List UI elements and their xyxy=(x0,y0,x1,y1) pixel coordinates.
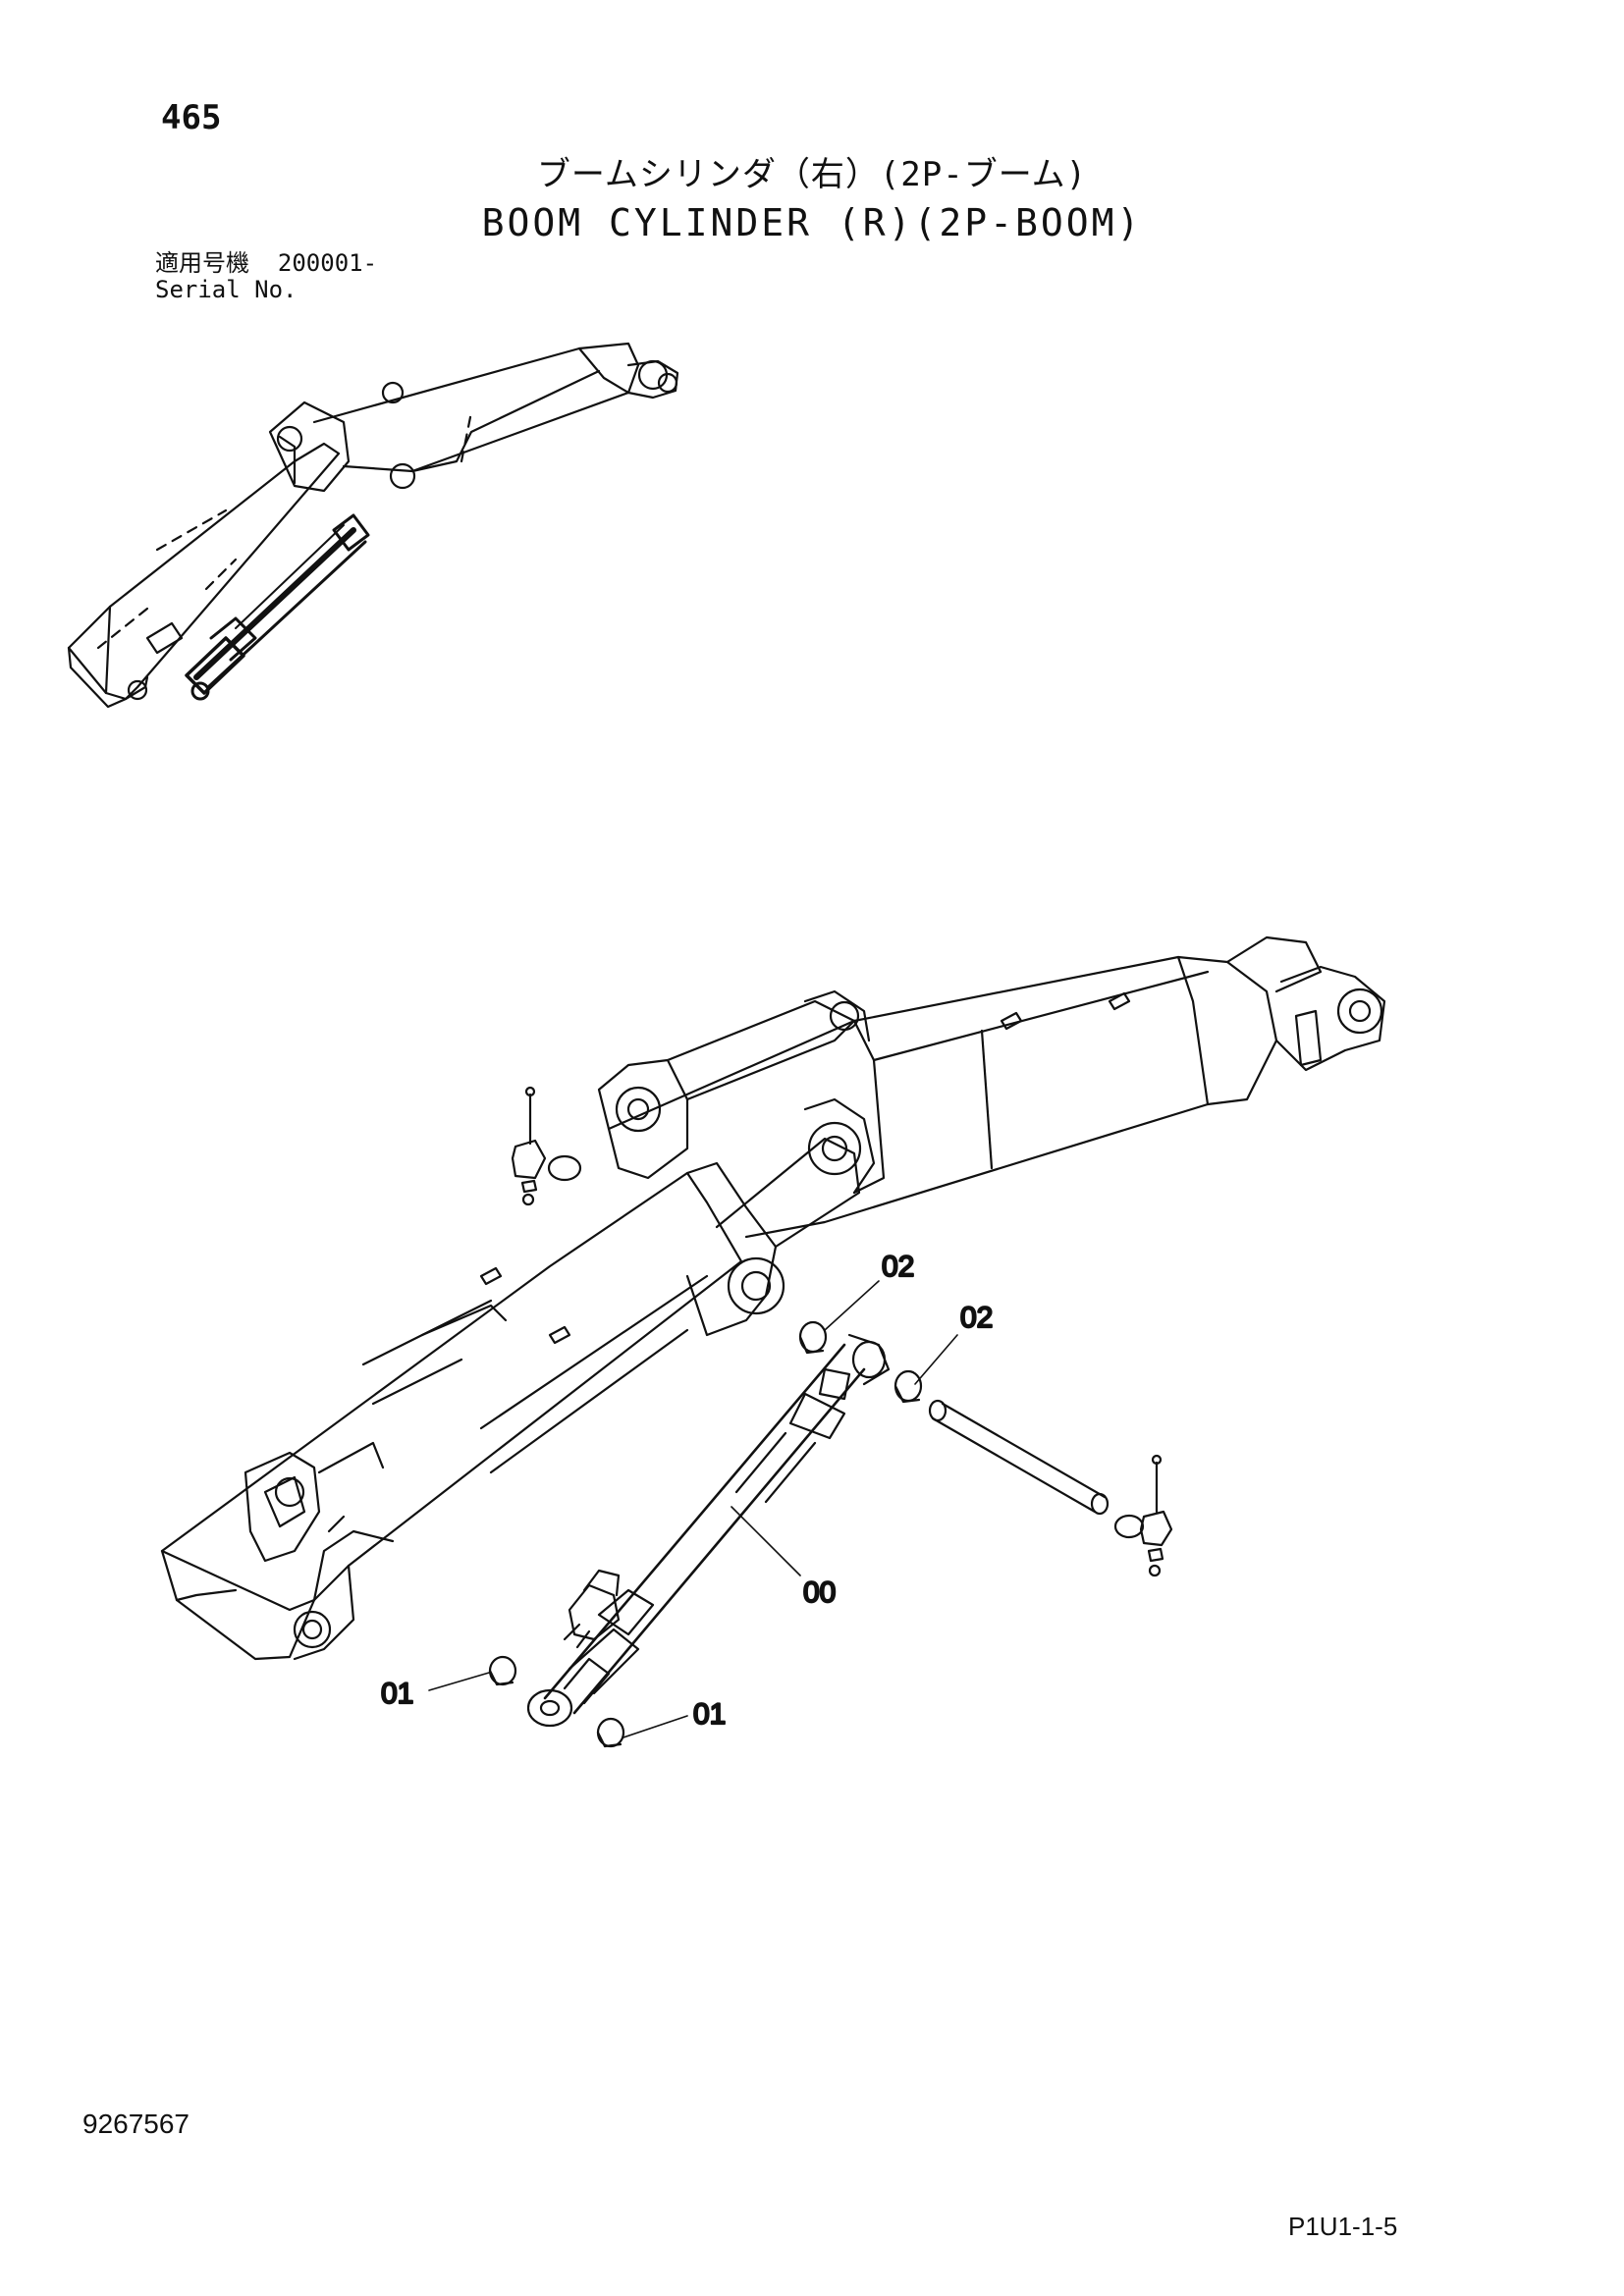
main-boom-illustration xyxy=(160,935,1386,1748)
serial-info: 適用号機 200001- Serial No. xyxy=(155,250,377,303)
serial-label-en: Serial No. xyxy=(155,276,298,303)
callout-02-right: 02 xyxy=(960,1302,993,1334)
serial-label-jp: 適用号機 xyxy=(155,249,249,277)
page-code: P1U1-1-5 xyxy=(1288,2212,1398,2241)
document-number: 9267567 xyxy=(82,2109,190,2139)
overview-boom-illustration xyxy=(67,342,679,709)
callout-02-upper: 02 xyxy=(882,1251,914,1283)
page-number: 465 xyxy=(161,98,222,137)
title-japanese: ブームシリンダ（右）(2P-ブーム) xyxy=(536,155,1088,194)
callout-01-right: 01 xyxy=(693,1698,726,1731)
title-english: BOOM CYLINDER (R)(2P-BOOM) xyxy=(481,201,1143,244)
callout-00: 00 xyxy=(803,1576,836,1609)
callout-01-left: 01 xyxy=(381,1678,413,1710)
serial-value: 200001- xyxy=(277,249,378,277)
